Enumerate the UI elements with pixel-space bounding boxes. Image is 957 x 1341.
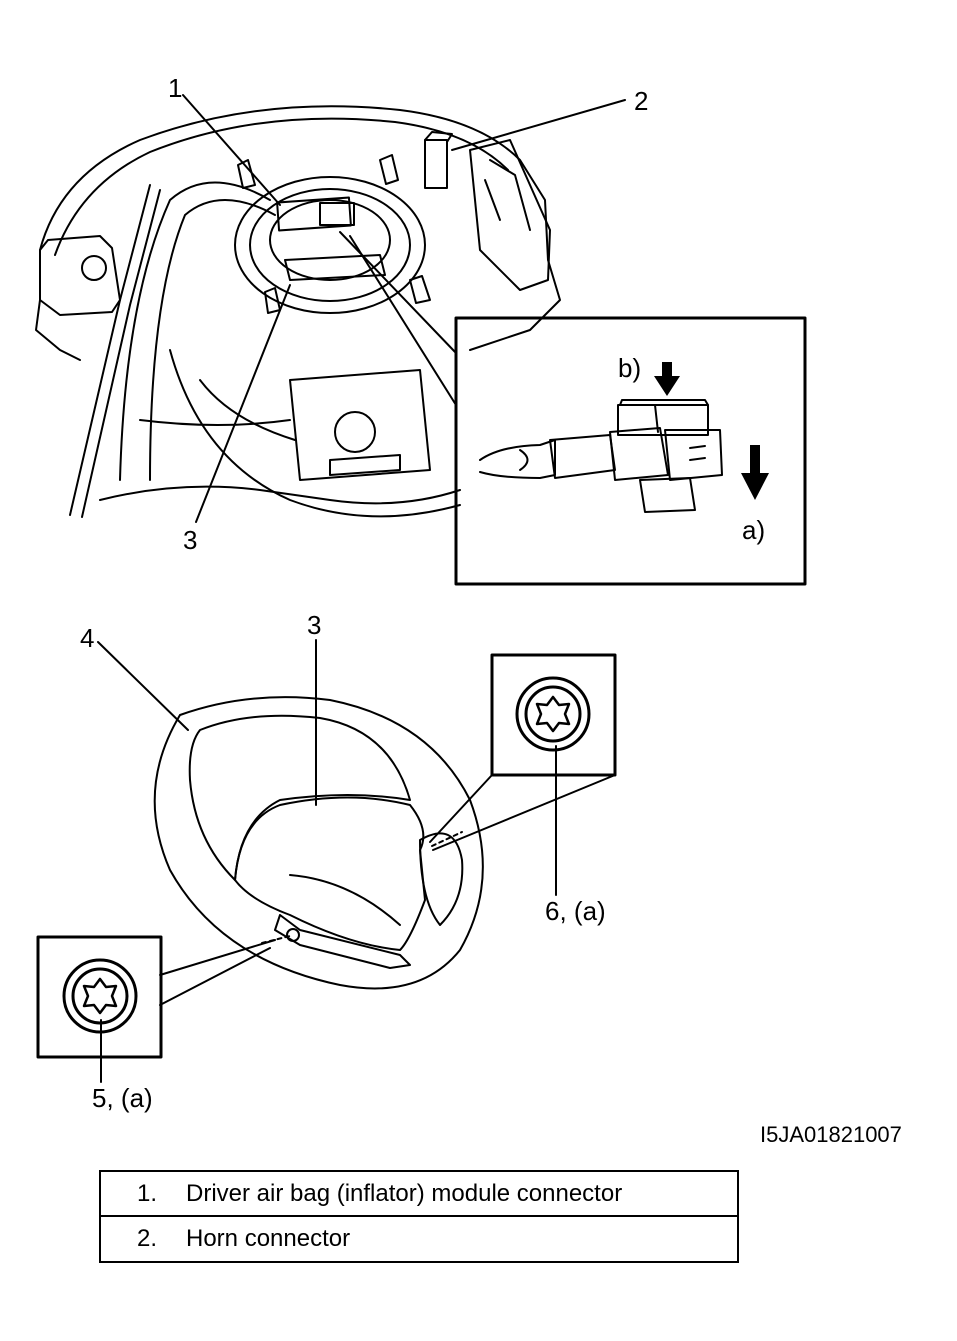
callout-1: 1 bbox=[168, 73, 183, 103]
leader-line-4 bbox=[97, 641, 189, 731]
leader-line-2 bbox=[451, 99, 626, 151]
torx-bolt-icon bbox=[82, 977, 118, 1015]
torx-bolt-6-inset bbox=[490, 653, 617, 777]
callout-6: 6, (a) bbox=[545, 896, 606, 926]
callout-3-top: 3 bbox=[183, 525, 198, 555]
callout-3-bottom: 3 bbox=[307, 610, 322, 640]
connector-detail-inset bbox=[454, 316, 807, 586]
inset-5-link bbox=[159, 939, 276, 976]
leader-line-3-top bbox=[195, 284, 291, 523]
steering-wheel-front-view bbox=[153, 696, 484, 990]
inset-5-link bbox=[159, 947, 271, 1006]
callout-2: 2 bbox=[634, 86, 649, 116]
callout-4: 4 bbox=[80, 623, 95, 653]
zoom-line bbox=[349, 235, 457, 406]
step-b-label: b) bbox=[618, 353, 642, 383]
legend-text: Driver air bag (inflator) module connect… bbox=[186, 1180, 623, 1207]
legend-number: 1. bbox=[137, 1180, 158, 1207]
legend-row: 1. Driver air bag (inflator) module conn… bbox=[101, 1172, 737, 1217]
legend-number: 2. bbox=[137, 1225, 158, 1252]
step-a-label: a) bbox=[742, 515, 766, 545]
inset-6-link bbox=[429, 774, 493, 843]
inset-6-link bbox=[432, 774, 616, 851]
callout-5: 5, (a) bbox=[92, 1083, 153, 1113]
legend-table: 1. Driver air bag (inflator) module conn… bbox=[99, 1170, 739, 1263]
leader-line-1 bbox=[182, 94, 281, 206]
legend-text: Horn connector bbox=[186, 1225, 351, 1252]
torx-bolt-5-inset bbox=[36, 935, 163, 1059]
torx-bolt-icon bbox=[535, 695, 571, 733]
zoom-line bbox=[339, 231, 457, 354]
figure-code: I5JA01821007 bbox=[760, 1122, 902, 1147]
steering-column-back-view bbox=[35, 105, 561, 518]
legend-row: 2. Horn connector bbox=[101, 1217, 737, 1262]
